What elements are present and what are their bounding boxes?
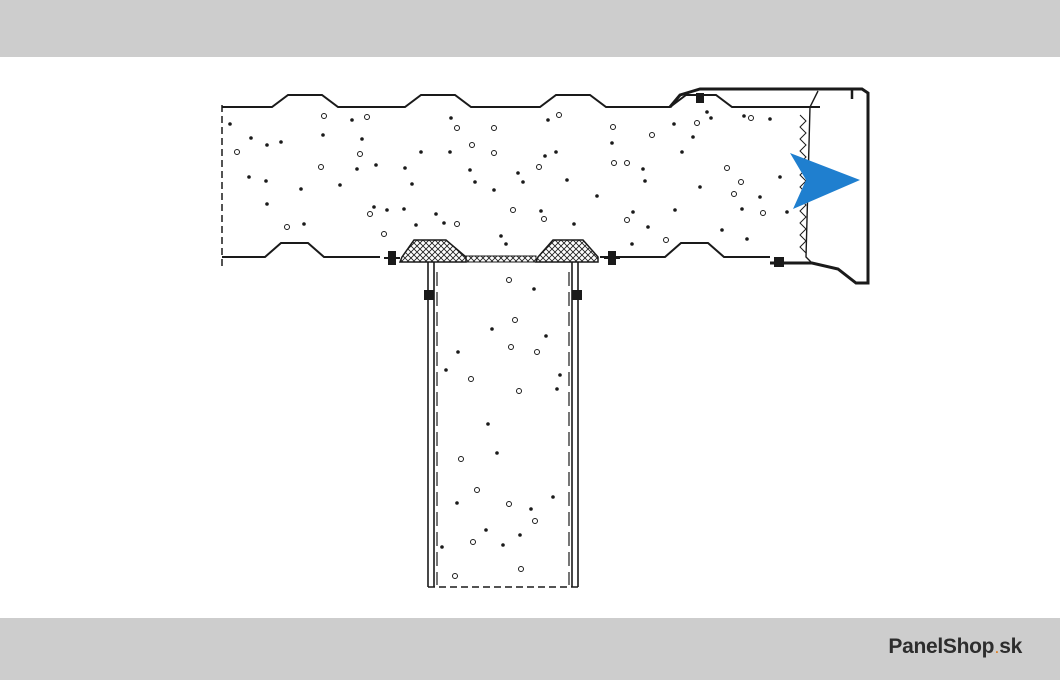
brand-logo: PanelShop . sk (888, 635, 1022, 659)
sealing-tape-zigzag (799, 114, 807, 254)
horizontal-panel-bottom-profile (222, 242, 770, 258)
joint-profile-right (534, 239, 599, 263)
screw-left (384, 251, 400, 265)
brand-name: PanelShop (888, 635, 995, 658)
screw-right (604, 251, 620, 265)
vertical-panel-outline (427, 262, 579, 587)
vertical-screw-right (572, 290, 582, 300)
insulation-foam-horizontal (228, 110, 789, 246)
direction-arrow (790, 153, 860, 209)
joint-profile-left (398, 239, 467, 263)
flashing-screw-bottom (774, 257, 784, 267)
insulation-foam-vertical (440, 277, 562, 579)
vertical-panel-dashed-liner (436, 272, 570, 585)
header-band (0, 0, 1060, 57)
brand-tld: sk (999, 635, 1022, 658)
technical-drawing (0, 57, 1060, 618)
vertical-screw-left (424, 290, 434, 300)
flashing-screw-top (696, 93, 704, 103)
end-flashing (668, 87, 870, 285)
panel-joint-drawing (221, 87, 870, 588)
brand-dot: . (995, 642, 999, 656)
horizontal-panel-top-profile (222, 94, 820, 108)
footer-band: PanelShop . sk (0, 618, 1060, 680)
joint-profile-middle (465, 255, 537, 263)
